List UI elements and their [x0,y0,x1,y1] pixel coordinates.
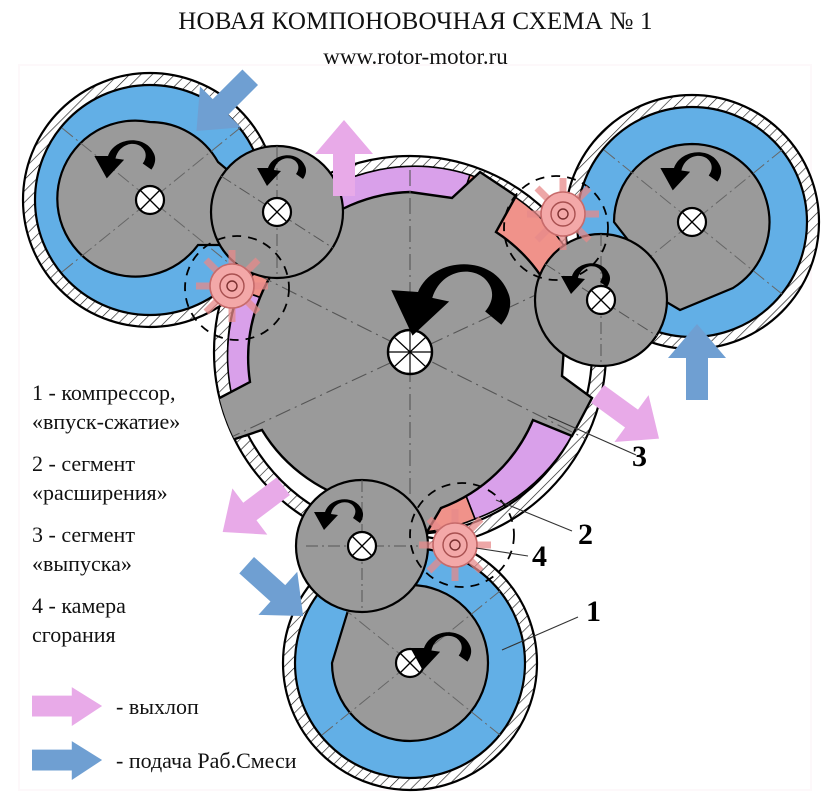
arrow-legend-row-intake: - подача Раб.Смеси [32,734,362,788]
legend-item-2-line1: 2 - сегмент [32,451,135,477]
callout-label-4: 4 [532,540,547,573]
arrow-legend-label-intake: - подача Раб.Смеси [116,748,297,773]
arrow-right-intake-icon [32,741,103,780]
exhaust-arrow-top [315,120,373,196]
spark-plug-top-right [527,178,599,250]
spark-plug-top-left [196,250,268,322]
legend-item-3-line1: 3 - сегмент [32,522,135,548]
pitch-circle-dashed-tl [184,235,290,341]
central-hub [386,328,434,376]
compressor-hub-tr [676,206,708,238]
compressor-hub-tl [134,184,166,216]
central-rotation-arrow-icon [391,264,511,336]
arrow-right-exhaust-icon [32,687,103,726]
callout-label-3: 3 [632,440,647,473]
legend-item-1-line2: «впуск-сжатие» [32,409,181,435]
legend-item-3: 3 - сегмент «выпуска» [32,520,282,578]
callout-label-1: 1 [586,595,601,628]
legend-item-2: 2 - сегмент «расширения» [32,449,282,507]
exhaust-arrow-right [591,385,660,443]
callout-leader-lines [475,415,637,651]
compressor-rotation-arrow-bottom-icon [410,632,472,671]
satellite-rotation-arrow-bottom-icon [314,499,364,530]
legend-item-4-line2: сгорания [32,622,116,648]
arrow-legend-label-exhaust: - выхлоп [116,694,199,719]
legend-item-2-line2: «расширения» [32,480,168,506]
satellite-rotation-arrow-tl-icon [257,155,307,186]
spark-plug-bottom [419,509,491,581]
satellite-rotor-top-right [503,175,669,368]
intake-arrow-bottom-left [239,557,304,617]
satellite-rotation-arrow-tr-icon [561,263,611,294]
compressor-rotation-arrow-tl-icon [94,140,156,179]
intake-arrow-right [668,324,726,400]
legend-item-3-line2: «выпуска» [32,551,132,577]
page-title: НОВАЯ КОМПОНОВОЧНАЯ СХЕМА № 1 [178,8,653,35]
legend-item-4: 4 - камера сгорания [32,591,282,649]
leader-line-3 [547,415,637,456]
satellite-rotor-bottom [294,478,515,614]
arrow-legend-row-exhaust: - выхлоп [32,680,362,734]
legend-item-1: 1 - компрессор, «впуск-сжатие» [32,378,282,436]
leader-line-1 [501,616,579,651]
legend-list: 1 - компрессор, «впуск-сжатие» 2 - сегме… [32,378,282,662]
leader-line-2 [495,499,573,532]
legend-item-4-line1: 4 - камера [32,593,126,619]
legend-item-1-line1: 1 - компрессор, [32,380,176,405]
leader-line-4 [475,547,529,557]
flow-arrows [196,69,726,617]
pitch-circle-dashed-bottom [409,482,515,588]
compressor-rotation-arrow-tr-icon [660,152,722,191]
pitch-circle-dashed-tr [503,175,609,281]
satellite-rotor-top-left [184,144,345,341]
arrow-legend: - выхлоп - подача Раб.Смеси [32,680,362,788]
callout-label-2: 2 [578,518,593,551]
exhaust-arrow-bottom-left [222,477,290,535]
intake-arrow-top [196,69,258,131]
